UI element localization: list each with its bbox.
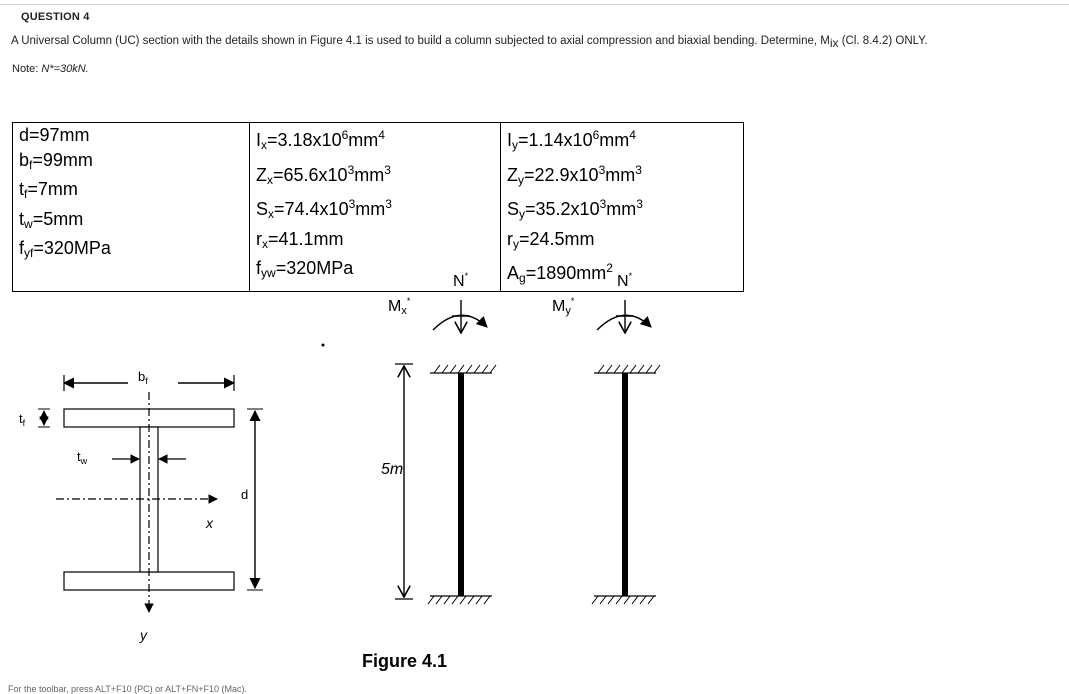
x-label: x bbox=[205, 515, 214, 531]
prop-ix: Ix=3.18x106mm4 bbox=[256, 128, 385, 152]
length-label: 5m bbox=[381, 461, 403, 478]
prop-ag: Ag=1890mm2 bbox=[507, 261, 613, 285]
n-label-1: N* bbox=[453, 271, 469, 290]
question-text-sub: ix bbox=[829, 36, 839, 50]
prop-bf: bf=99mm bbox=[19, 149, 93, 172]
prop-tf: tf=7mm bbox=[19, 179, 78, 201]
mx-label: Mx* bbox=[388, 296, 411, 317]
toolbar-hint: For the toolbar, press ALT+F10 (PC) or A… bbox=[8, 684, 248, 694]
prop-tw: tw=5mm bbox=[19, 208, 84, 231]
figure-caption: Figure 4.1 bbox=[362, 651, 447, 671]
section-properties-table: d=97mm bf=99mm tf=7mm tw=5mm fyf=320MPa … bbox=[12, 122, 744, 292]
prop-fyw: fyw=320MPa bbox=[256, 258, 354, 280]
table-column-1: d=97mm bf=99mm tf=7mm tw=5mm fyf=320MPa bbox=[12, 122, 250, 292]
prop-sx: Sx=74.4x103mm3 bbox=[256, 197, 392, 221]
top-divider bbox=[0, 4, 1069, 5]
prop-ry: ry=24.5mm bbox=[507, 228, 595, 251]
tw-label: tw bbox=[77, 449, 88, 466]
question-text: A Universal Column (UC) section with the… bbox=[11, 35, 928, 50]
i-section-drawing bbox=[38, 375, 263, 613]
bf-label: bf bbox=[138, 369, 148, 386]
column-my-drawing bbox=[591, 300, 661, 605]
d-label: d bbox=[241, 487, 248, 502]
table-column-2: Ix=3.18x106mm4 Zx=65.6x103mm3 Sx=74.4x10… bbox=[249, 122, 501, 292]
question-title: QUESTION 4 bbox=[21, 11, 90, 23]
my-label: My* bbox=[552, 296, 575, 317]
question-text-main: A Universal Column (UC) section with the… bbox=[11, 35, 830, 47]
tf-label: tf bbox=[19, 411, 26, 428]
column-mx-drawing bbox=[395, 300, 497, 605]
y-label: y bbox=[139, 627, 148, 643]
prop-rx: rx=41.1mm bbox=[256, 228, 344, 251]
prop-fyf: fyf=320MPa bbox=[19, 238, 111, 260]
table-column-3: Iy=1.14x106mm4 Zy=22.9x103mm3 Sy=35.2x10… bbox=[500, 122, 744, 292]
prop-zx: Zx=65.6x103mm3 bbox=[256, 162, 391, 187]
note-value: N*=30kN. bbox=[41, 63, 89, 75]
question-note: Note: N*=30kN. bbox=[12, 63, 89, 75]
prop-zy: Zy=22.9x103mm3 bbox=[507, 162, 642, 187]
note-label: Note: bbox=[12, 63, 42, 75]
moment-arrow-mx bbox=[432, 314, 488, 331]
n-label-2: N* bbox=[617, 271, 633, 290]
question-text-end: (Cl. 8.4.2) ONLY. bbox=[838, 35, 928, 47]
moment-arrow-my bbox=[596, 314, 652, 331]
prop-sy: Sy=35.2x103mm3 bbox=[507, 197, 643, 221]
prop-d: d=97mm bbox=[19, 125, 90, 145]
prop-iy: Iy=1.14x106mm4 bbox=[507, 128, 636, 152]
stray-dot bbox=[321, 343, 325, 347]
